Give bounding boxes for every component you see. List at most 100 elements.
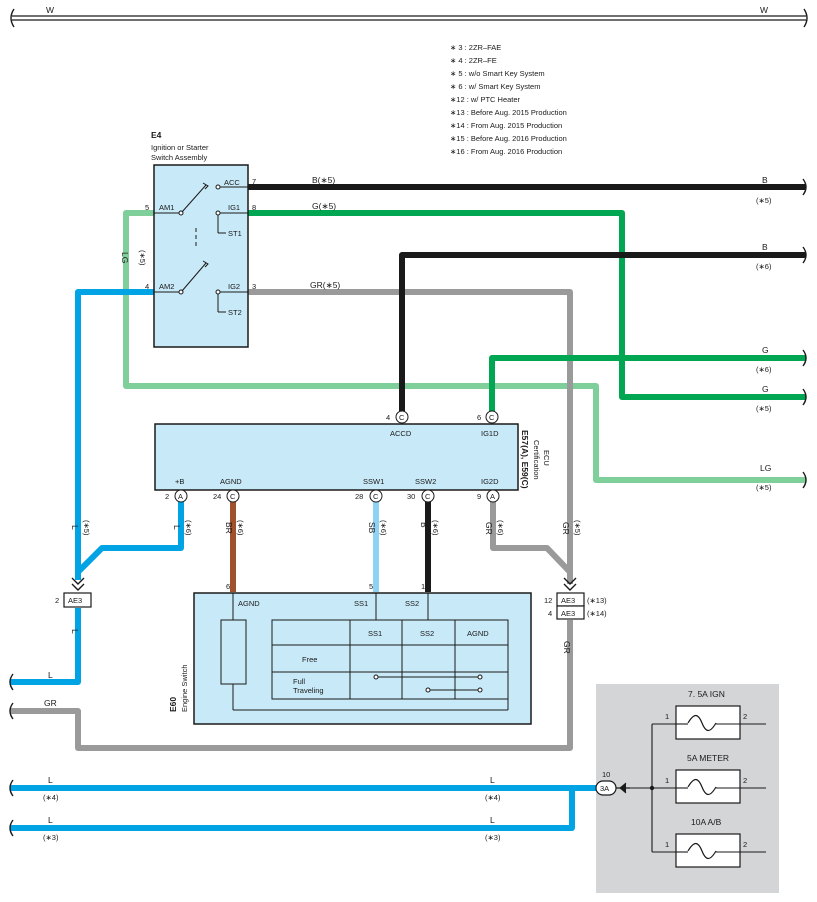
ecu-conn-badge [174,489,188,503]
ecu-conn-badge [395,410,409,424]
wire-gr-ig2d [490,498,573,575]
engine-switch-internals [220,593,509,711]
label-ig2-wire: GR(∗5) [310,280,340,290]
es-table-row-free: Free [302,655,317,664]
wire-end-marks [9,178,807,837]
note-line: ∗16 : From Aug. 2016 Production [450,147,562,156]
label-ig2d-note: (∗6) [496,520,505,536]
fuse-meter: 5A METER 1 2 [665,753,747,804]
notes-legend: ∗ 3 : 2ZR–FAE ∗ 4 : 2ZR–FE ∗ 5 : w/o Sma… [450,43,567,156]
wire-l-left-exit [10,608,81,685]
fuse-connector-pin: 10 [602,770,610,779]
junction-right: AE3 AE3 12 4 (∗13) (∗14) [544,577,607,620]
fuse-airbag-pin-in: 1 [665,840,669,849]
fuse-ign: 7. 5A IGN 1 2 [665,689,747,740]
junction-left: AE3 2 [55,577,92,608]
pin-ig1: 8 [252,203,256,212]
junction-right-top-code: AE3 [561,596,575,605]
label-right-gr-below: GR [562,641,572,654]
pin-ig2: 3 [252,282,256,291]
terminal-am1: AM1 [159,203,174,212]
junction-right-bottom-note: (∗14) [587,609,607,618]
ecu-terminal-ig1d: IG1D [481,429,499,438]
ecu-conn-letter: C [230,492,236,501]
ignition-switch-code: E4 [151,130,162,140]
ignition-switch-name: Ignition or Starter [151,143,209,152]
label-out-b1-note: (∗5) [756,196,772,205]
certification-ecu: E57(A), E59(C) Certification ECU ACCD IG… [154,410,551,503]
label-br: BR [224,522,234,534]
label-bottom1-left-note: (∗4) [43,793,59,802]
ecu-conn-badge [486,489,500,503]
fuse-ign-pin-out: 2 [743,712,747,721]
ecu-code: E57(A), E59(C) [520,430,530,489]
label-acc-wire: B(∗5) [312,175,335,185]
wire-g-ig1 [248,210,806,400]
pin-am2: 4 [145,282,149,291]
label-left-l: L [70,525,80,530]
terminal-ig2: IG2 [228,282,240,291]
fuse-splice-dot [649,785,655,791]
ecu-terminal-agnd: AGND [220,477,242,486]
label-bottom1-mid: L [490,775,495,785]
note-line: ∗ 3 : 2ZR–FAE [450,43,501,52]
note-line: ∗ 4 : 2ZR–FE [450,56,497,65]
label-out-g2-note: (∗5) [756,404,772,413]
label-lg-wire: LG [120,252,130,263]
es-terminal-agnd: AGND [238,599,260,608]
label-bottom1-mid-note: (∗4) [485,793,501,802]
ignition-switch-name: Switch Assembly [151,153,208,162]
note-line: ∗13 : Before Aug. 2015 Production [450,108,567,117]
ecu-name: ECU [542,450,551,466]
label-plus-b-l: L [172,525,182,530]
junction-right-top-pin: 12 [544,596,552,605]
es-terminal-ss2: SS2 [405,599,419,608]
label-out-g1: G [762,345,769,355]
label-ssw2-b: B [419,522,429,528]
note-line: ∗ 6 : w/ Smart Key System [450,82,540,91]
es-table-row-traveling: Traveling [293,686,324,695]
junction-left-pin: 2 [55,596,59,605]
top-wire-left-label: W [46,5,54,15]
ecu-pin: 9 [477,492,481,501]
wire-lg [123,210,806,483]
wire-b-accd [399,252,806,412]
label-sb-note: (∗6) [379,520,388,536]
pin-acc: 7 [252,177,256,186]
label-out-b2-note: (∗6) [756,262,772,271]
ecu-terminal-plus-b: +B [175,477,184,486]
wire-gr-left-exit [10,620,573,751]
ecu-name: Certification [532,440,541,480]
fuse-meter-pin-in: 1 [665,776,669,785]
note-line: ∗15 : Before Aug. 2016 Production [450,134,567,143]
label-out-b1: B [762,175,768,185]
ecu-pin: 24 [213,492,221,501]
ecu-pin-accd: 4 [386,413,390,422]
junction-right-top-note: (∗13) [587,596,607,605]
es-terminal-ss1: SS1 [354,599,368,608]
note-line: ∗14 : From Aug. 2015 Production [450,121,562,130]
engine-switch-code: E60 [168,697,178,712]
wire-gr-ig2 [248,289,573,584]
es-pin-ss1: 5 [369,582,373,591]
es-table-header: AGND [467,629,489,638]
es-table-header: SS1 [368,629,382,638]
ecu-conn-letter: A [178,492,183,501]
terminal-am2: AM2 [159,282,174,291]
junction-right-bottom-code: AE3 [561,609,575,618]
ecu-pin-ig1d: 6 [477,413,481,422]
wire-labels: B(∗5) G(∗5) GR(∗5) B (∗5) B (∗6) G (∗6) … [43,175,772,842]
junction-left-code: AE3 [68,596,82,605]
ecu-pin: 2 [165,492,169,501]
label-left-l-note: (∗5) [82,520,91,536]
terminal-st2: ST2 [228,308,242,317]
note-line: ∗12 : w/ PTC Heater [450,95,521,104]
label-bottom2-left: L [48,815,53,825]
engine-switch-body [193,592,532,725]
terminal-acc: ACC [224,178,240,187]
label-sb: SB [367,522,377,534]
ecu-conn-letter: C [399,413,405,422]
label-bottom2-mid: L [490,815,495,825]
ecu-conn-badge [226,489,240,503]
